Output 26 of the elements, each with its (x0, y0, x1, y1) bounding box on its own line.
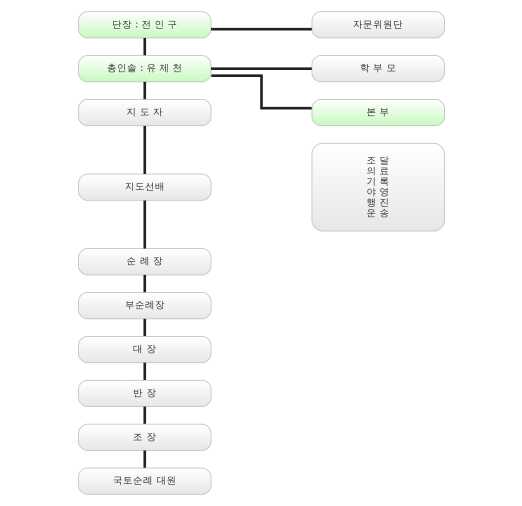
node-box: 조 장 (78, 424, 211, 451)
connector (142, 362, 146, 380)
node-box: 지도선배 (78, 174, 211, 201)
node-box: 총인솔 : 유 제 천 (78, 55, 211, 82)
connector (142, 82, 146, 100)
connector (142, 406, 146, 424)
node-box: 학 부 모 (311, 55, 444, 82)
connector (142, 274, 146, 292)
connector (142, 38, 146, 56)
connector (142, 200, 146, 249)
node-box: 지 도 자 (78, 98, 211, 126)
node-box: 단장 : 전 인 구 (78, 11, 211, 38)
connector (142, 126, 146, 174)
node-box: 본 부 (311, 98, 444, 126)
connector (142, 450, 146, 468)
node-box: 대 장 (78, 336, 211, 364)
connector (210, 67, 312, 70)
node-box: 순 례 장 (78, 248, 211, 276)
node-box: 반 장 (78, 380, 211, 408)
node-box: 조 달 의 료 기 록 야 영 행 진 운 송 (311, 142, 444, 232)
connector (210, 28, 312, 31)
node-box: 국토순례 대원 (78, 468, 211, 495)
node-box: 자문위원단 (311, 11, 444, 38)
connector (142, 318, 146, 336)
node-box: 부순례장 (78, 292, 211, 320)
connector (210, 74, 312, 110)
